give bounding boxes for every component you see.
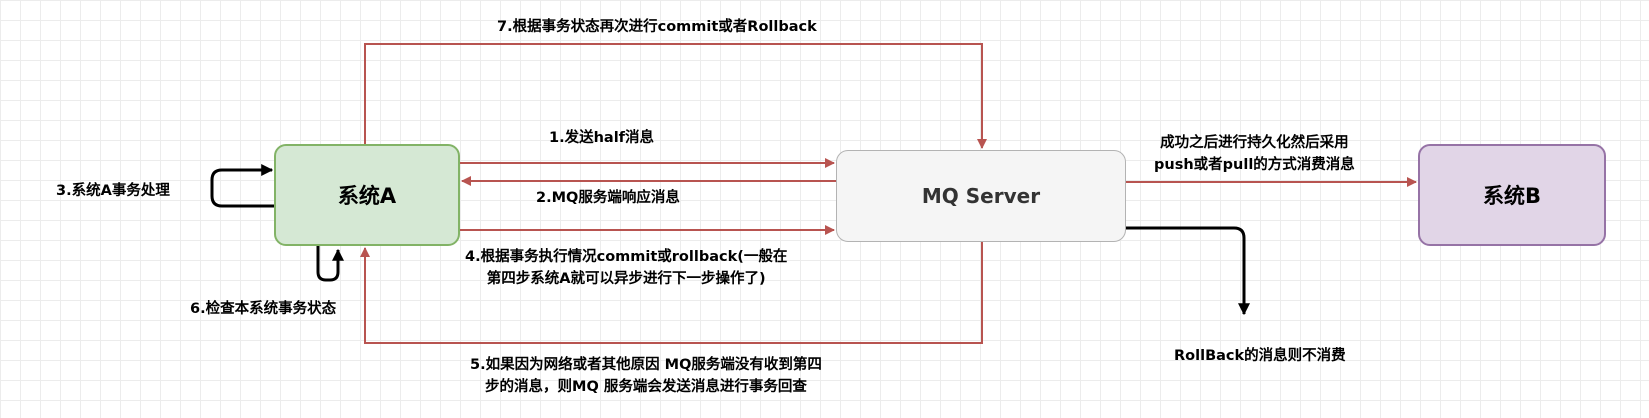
arrow-step3 — [210, 164, 274, 208]
system-b-node: 系统B — [1418, 144, 1606, 246]
system-a-label: 系统A — [337, 184, 397, 208]
arrow-step7 — [364, 43, 987, 149]
label-step6: 6.检查本系统事务状态 — [190, 301, 337, 317]
arrow-rollback — [1126, 226, 1250, 316]
label-step1: 1.发送half消息 — [549, 130, 654, 146]
arrow-step6 — [316, 246, 344, 282]
label-step3: 3.系统A事务处理 — [56, 183, 170, 199]
label-step7: 7.根据事务状态再次进行commit或者Rollback — [497, 19, 817, 35]
label-rollback: RollBack的消息则不消费 — [1174, 348, 1346, 364]
label-step5: 5.如果因为网络或者其他原因 MQ服务端没有收到第四 步的消息，则MQ 服务端会… — [470, 357, 822, 395]
label-consume: 成功之后进行持久化然后采用 push或者pull的方式消费消息 — [1154, 135, 1355, 173]
label-step4: 4.根据事务执行情况commit或rollback(一般在 第四步系统A就可以异… — [465, 249, 788, 287]
system-b-label: 系统B — [1482, 184, 1541, 208]
arrow-step5 — [360, 242, 983, 344]
label-step2: 2.MQ服务端响应消息 — [536, 190, 680, 206]
mq-server-node: MQ Server — [836, 150, 1126, 242]
system-a-node: 系统A — [274, 144, 460, 246]
mq-server-label: MQ Server — [921, 184, 1041, 208]
